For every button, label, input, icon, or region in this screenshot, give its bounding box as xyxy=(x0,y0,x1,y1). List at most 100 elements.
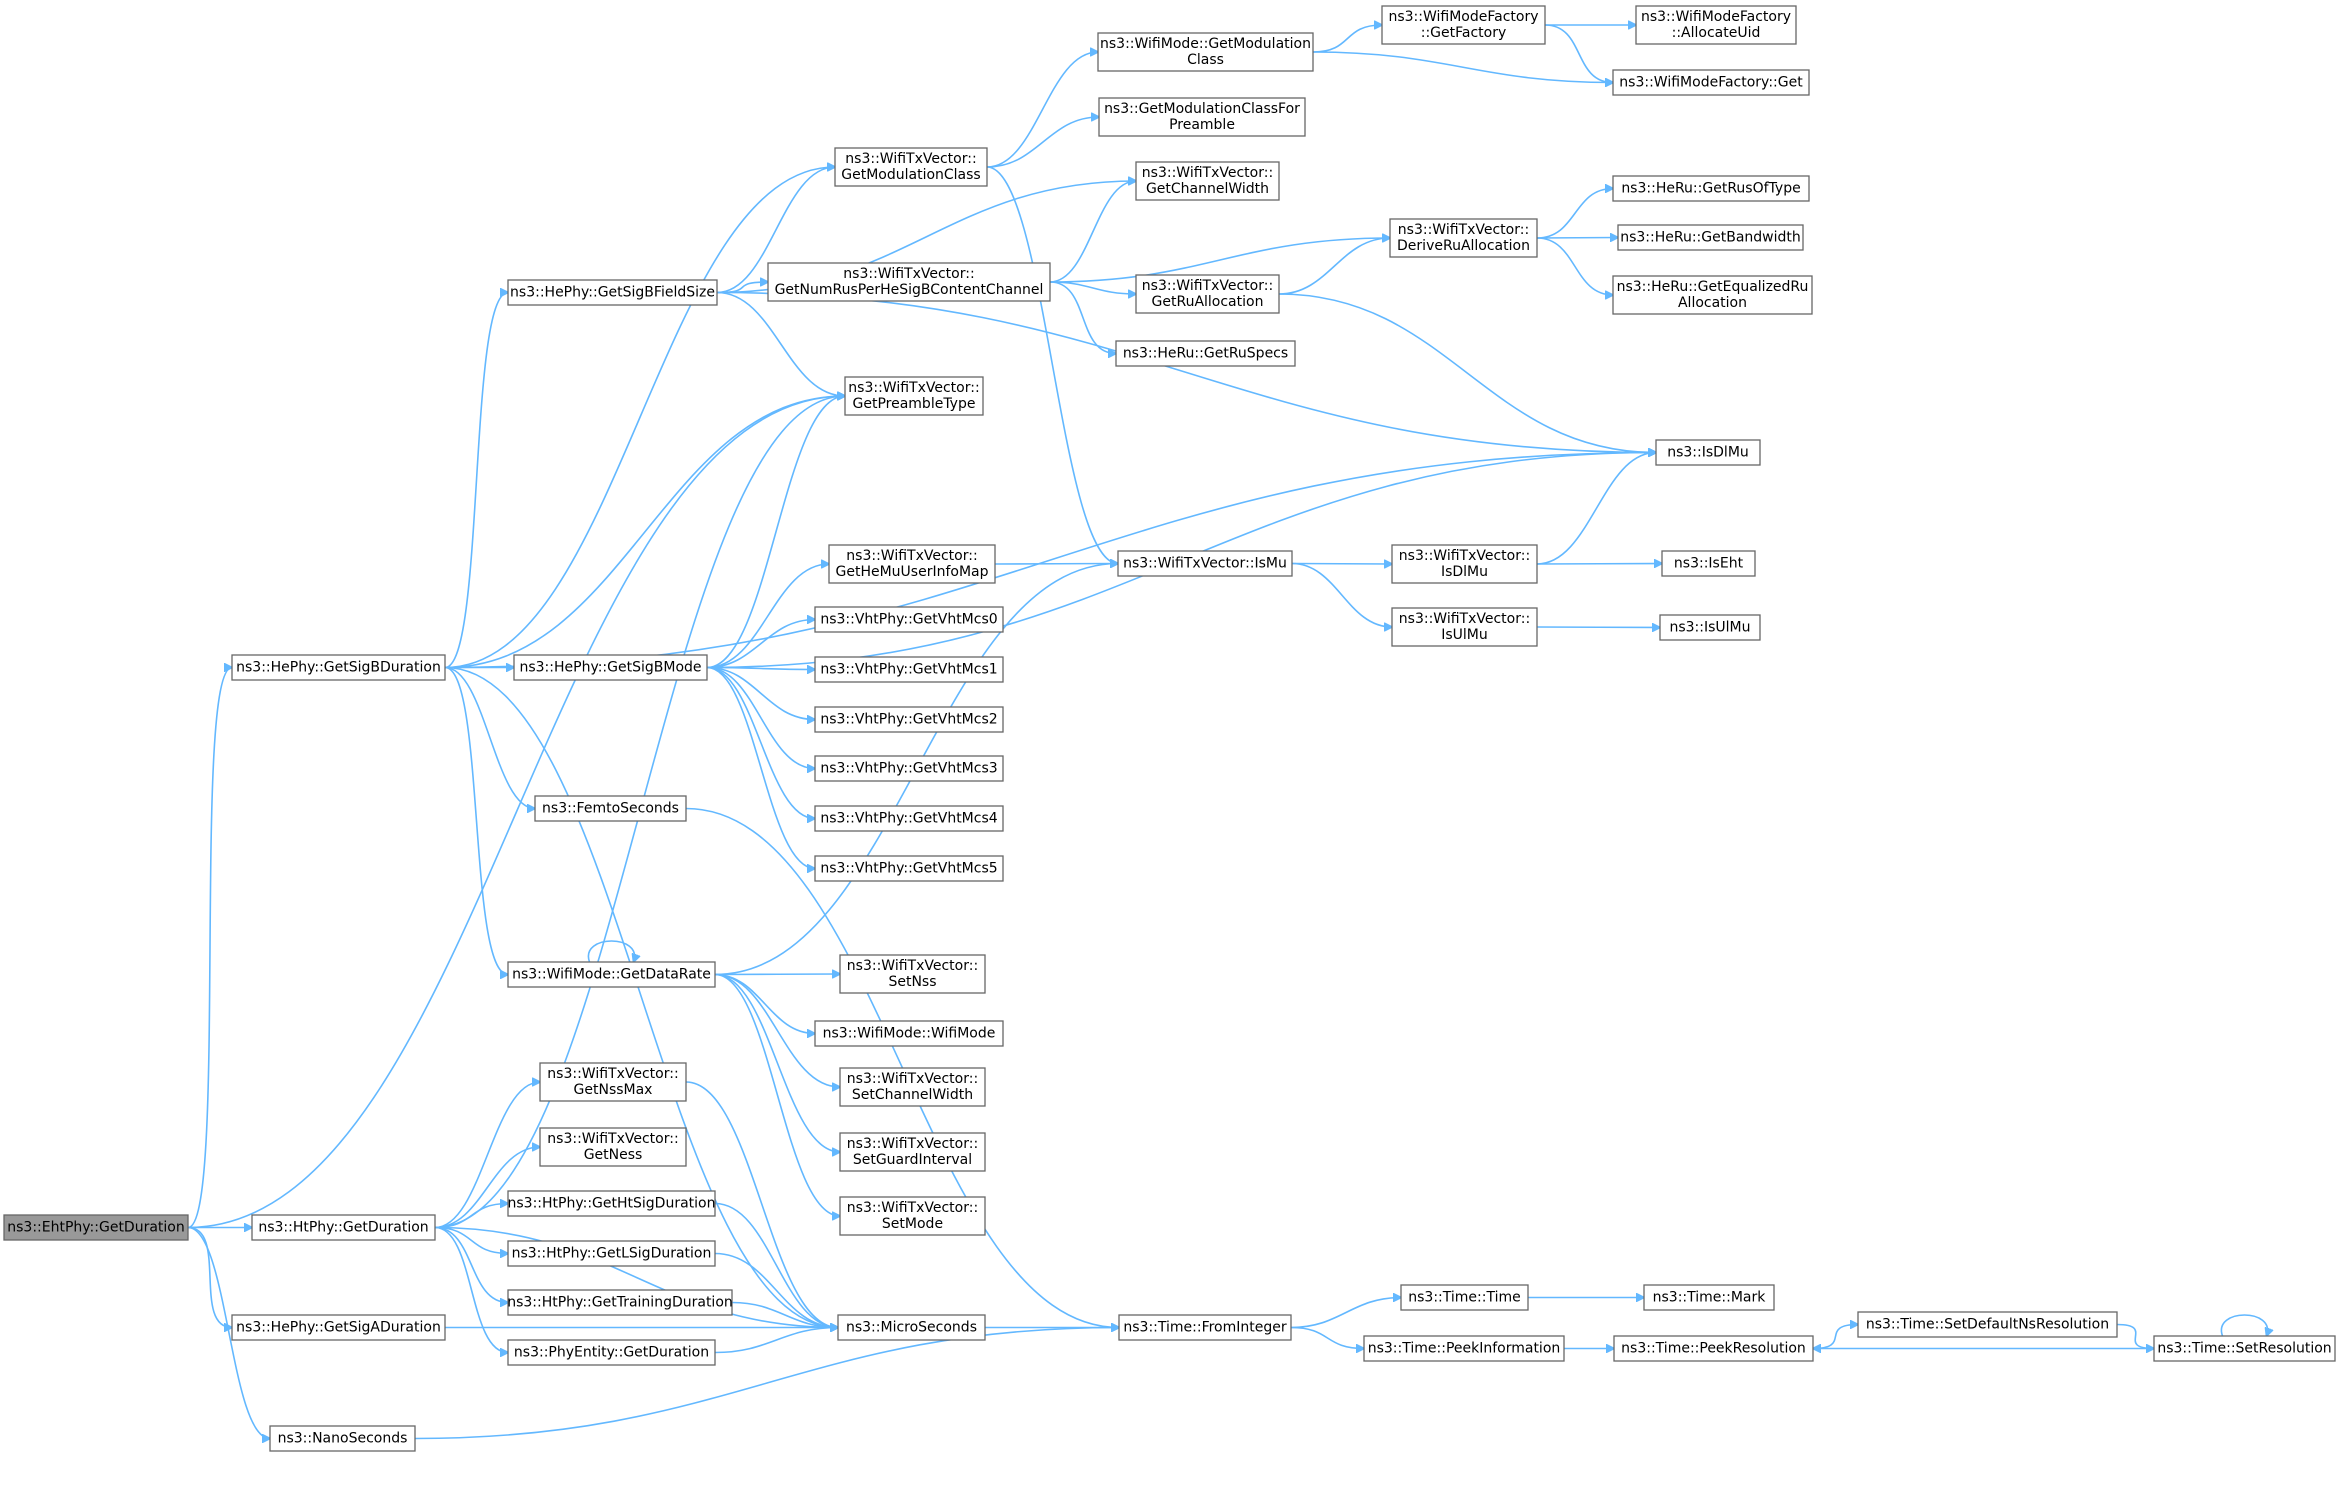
node-box xyxy=(1135,274,1280,314)
nodes-layer: ns3::EhtPhy::GetDurationns3::HePhy::GetS… xyxy=(3,5,2336,1452)
node-label: ns3::FemtoSeconds xyxy=(542,801,679,817)
node-tx-get-preamble-type[interactable]: ns3::WifiTxVector::GetPreambleType xyxy=(844,376,984,416)
node-time-set-resolution[interactable]: ns3::Time::SetResolution xyxy=(2153,1335,2336,1362)
node-nano-seconds[interactable]: ns3::NanoSeconds xyxy=(269,1425,416,1452)
node-tx-get-he-mu-user-info-map[interactable]: ns3::WifiTxVector::GetHeMuUserInfoMap xyxy=(828,544,996,584)
node-time-time[interactable]: ns3::Time::Time xyxy=(1400,1284,1529,1311)
node-tx-is-ul-mu[interactable]: ns3::WifiTxVector::IsUlMu xyxy=(1391,607,1538,647)
node-tx-get-modulation-class[interactable]: ns3::WifiTxVector::GetModulationClass xyxy=(834,147,988,187)
edge-eht-get-duration-to-he-get-sig-aduration xyxy=(187,1226,232,1328)
node-tx-is-mu[interactable]: ns3::WifiTxVector::IsMu xyxy=(1117,550,1293,577)
node-vht-mcs2[interactable]: ns3::VhtPhy::GetVhtMcs2 xyxy=(814,706,1004,733)
edge-wifi-mode-get-data-rate-to-wifi-mode-get-data-rate xyxy=(587,940,634,962)
edge-he-get-sig-bfield-size-to-tx-get-preamble-type xyxy=(716,291,845,397)
node-box xyxy=(839,1132,986,1172)
node-femto-seconds[interactable]: ns3::FemtoSeconds xyxy=(534,795,687,822)
node-box xyxy=(1391,607,1538,647)
edge-time-set-default-ns-resolution-to-time-set-resolution xyxy=(2116,1323,2154,1349)
node-label: ns3::WifiTxVector:: xyxy=(845,151,976,167)
node-tx-set-guard-interval[interactable]: ns3::WifiTxVector::SetGuardInterval xyxy=(839,1132,986,1172)
node-vht-mcs1[interactable]: ns3::VhtPhy::GetVhtMcs1 xyxy=(814,656,1004,683)
node-tx-set-channel-width[interactable]: ns3::WifiTxVector::SetChannelWidth xyxy=(839,1067,986,1107)
node-is-eht[interactable]: ns3::IsEht xyxy=(1661,550,1756,577)
node-tx-get-num-rus[interactable]: ns3::WifiTxVector::GetNumRusPerHeSigBCon… xyxy=(767,262,1051,302)
node-label: ns3::GetModulationClassFor xyxy=(1104,101,1300,117)
node-time-peek-information[interactable]: ns3::Time::PeekInformation xyxy=(1363,1335,1565,1362)
edge-wifi-mode-get-data-rate-to-tx-set-channel-width xyxy=(714,973,840,1088)
node-box xyxy=(814,706,1004,733)
node-factory-get-factory[interactable]: ns3::WifiModeFactory::GetFactory xyxy=(1381,5,1546,45)
node-vht-mcs0[interactable]: ns3::VhtPhy::GetVhtMcs0 xyxy=(814,606,1004,633)
node-wifi-mode-get-data-rate[interactable]: ns3::WifiMode::GetDataRate xyxy=(507,961,716,988)
edge-time-set-resolution-to-time-set-resolution xyxy=(2220,1314,2267,1336)
node-factory-allocate-uid[interactable]: ns3::WifiModeFactory::AllocateUid xyxy=(1635,5,1797,45)
node-box xyxy=(1117,550,1293,577)
node-ht-get-ht-sig-duration[interactable]: ns3::HtPhy::GetHtSigDuration xyxy=(507,1190,716,1217)
node-box xyxy=(1363,1335,1565,1362)
node-vht-mcs3[interactable]: ns3::VhtPhy::GetVhtMcs3 xyxy=(814,755,1004,782)
node-label: ns3::WifiTxVector::IsMu xyxy=(1123,556,1287,572)
node-tx-is-dl-mu[interactable]: ns3::WifiTxVector::IsDlMu xyxy=(1391,544,1538,584)
node-label: ns3::WifiModeFactory::Get xyxy=(1619,75,1803,91)
node-micro-seconds[interactable]: ns3::MicroSeconds xyxy=(837,1314,986,1341)
node-label: ns3::WifiTxVector:: xyxy=(846,548,977,564)
node-ht-get-training-duration[interactable]: ns3::HtPhy::GetTrainingDuration xyxy=(507,1289,733,1316)
node-tx-get-ru-allocation[interactable]: ns3::WifiTxVector::GetRuAllocation xyxy=(1135,274,1280,314)
node-is-ul-mu[interactable]: ns3::IsUlMu xyxy=(1659,614,1761,641)
node-box xyxy=(814,656,1004,683)
node-he-get-sig-aduration[interactable]: ns3::HePhy::GetSigADuration xyxy=(231,1314,446,1341)
node-he-ru-get-bandwidth[interactable]: ns3::HeRu::GetBandwidth xyxy=(1617,224,1804,251)
node-tx-set-nss[interactable]: ns3::WifiTxVector::SetNss xyxy=(839,954,986,994)
edge-he-get-sig-bmode-to-vht-mcs5 xyxy=(706,666,815,869)
node-label: ns3::WifiTxVector:: xyxy=(847,958,978,974)
node-phy-entity-get-duration[interactable]: ns3::PhyEntity::GetDuration xyxy=(507,1339,716,1366)
node-label: ns3::MicroSeconds xyxy=(846,1320,977,1336)
edge-tx-get-ru-allocation-to-tx-derive-ru-allocation xyxy=(1278,238,1390,295)
node-time-from-integer[interactable]: ns3::Time::FromInteger xyxy=(1118,1314,1292,1341)
node-label: DeriveRuAllocation xyxy=(1397,238,1530,254)
node-wifi-mode-wifi-mode[interactable]: ns3::WifiMode::WifiMode xyxy=(814,1020,1004,1047)
node-label: ns3::WifiTxVector:: xyxy=(547,1131,678,1147)
node-box xyxy=(1391,544,1538,584)
edge-nano-seconds-to-time-from-integer xyxy=(414,1328,1119,1440)
node-box xyxy=(814,755,1004,782)
node-he-ru-get-ru-specs[interactable]: ns3::HeRu::GetRuSpecs xyxy=(1115,340,1296,367)
node-he-get-sig-bmode[interactable]: ns3::HePhy::GetSigBMode xyxy=(513,654,708,681)
node-label: GetModulationClass xyxy=(841,167,980,183)
node-is-dl-mu[interactable]: ns3::IsDlMu xyxy=(1655,439,1761,466)
node-label: ns3::WifiModeFactory xyxy=(1641,9,1791,25)
node-time-peek-resolution[interactable]: ns3::Time::PeekResolution xyxy=(1613,1335,1814,1362)
node-ht-get-lsig-duration[interactable]: ns3::HtPhy::GetLSigDuration xyxy=(507,1240,716,1267)
node-tx-get-channel-width[interactable]: ns3::WifiTxVector::GetChannelWidth xyxy=(1135,161,1280,201)
node-tx-get-ness[interactable]: ns3::WifiTxVector::GetNess xyxy=(539,1127,687,1167)
edge-ht-get-duration-to-tx-get-ness xyxy=(434,1147,540,1229)
edge-he-get-sig-bmode-to-tx-get-preamble-type xyxy=(706,396,845,669)
edge-ht-get-ht-sig-duration-to-micro-seconds xyxy=(714,1202,838,1328)
node-he-ru-get-rus-of-type[interactable]: ns3::HeRu::GetRusOfType xyxy=(1612,175,1810,202)
node-time-mark[interactable]: ns3::Time::Mark xyxy=(1643,1284,1775,1311)
node-label: GetChannelWidth xyxy=(1146,181,1269,197)
node-time-set-default-ns-resolution[interactable]: ns3::Time::SetDefaultNsResolution xyxy=(1857,1311,2118,1338)
node-ht-get-duration[interactable]: ns3::HtPhy::GetDuration xyxy=(251,1214,436,1241)
node-vht-mcs4[interactable]: ns3::VhtPhy::GetVhtMcs4 xyxy=(814,805,1004,832)
node-he-get-sig-bfield-size[interactable]: ns3::HePhy::GetSigBFieldSize xyxy=(507,279,718,306)
edge-ht-get-duration-to-ht-get-ht-sig-duration xyxy=(434,1204,508,1229)
node-label: ns3::WifiTxVector:: xyxy=(1142,278,1273,294)
node-label: ns3::WifiTxVector:: xyxy=(1398,222,1529,238)
edges-layer xyxy=(187,25,2268,1440)
node-tx-set-mode[interactable]: ns3::WifiTxVector::SetMode xyxy=(839,1196,986,1236)
node-label: ns3::WifiTxVector:: xyxy=(1142,165,1273,181)
node-tx-get-nss-max[interactable]: ns3::WifiTxVector::GetNssMax xyxy=(539,1062,687,1102)
edge-wifi-mode-get-mod-class-to-factory-get-factory xyxy=(1312,25,1382,53)
node-factory-get[interactable]: ns3::WifiModeFactory::Get xyxy=(1612,69,1810,96)
node-eht-get-duration[interactable]: ns3::EhtPhy::GetDuration xyxy=(3,1214,189,1241)
node-he-get-sig-bduration[interactable]: ns3::HePhy::GetSigBDuration xyxy=(231,654,446,681)
node-box xyxy=(507,961,716,988)
edge-he-get-sig-bduration-to-femto-seconds xyxy=(444,666,535,809)
node-wifi-mode-get-mod-class[interactable]: ns3::WifiMode::GetModulationClass xyxy=(1097,32,1314,72)
node-vht-mcs5[interactable]: ns3::VhtPhy::GetVhtMcs5 xyxy=(814,855,1004,882)
node-tx-derive-ru-allocation[interactable]: ns3::WifiTxVector::DeriveRuAllocation xyxy=(1389,218,1538,258)
